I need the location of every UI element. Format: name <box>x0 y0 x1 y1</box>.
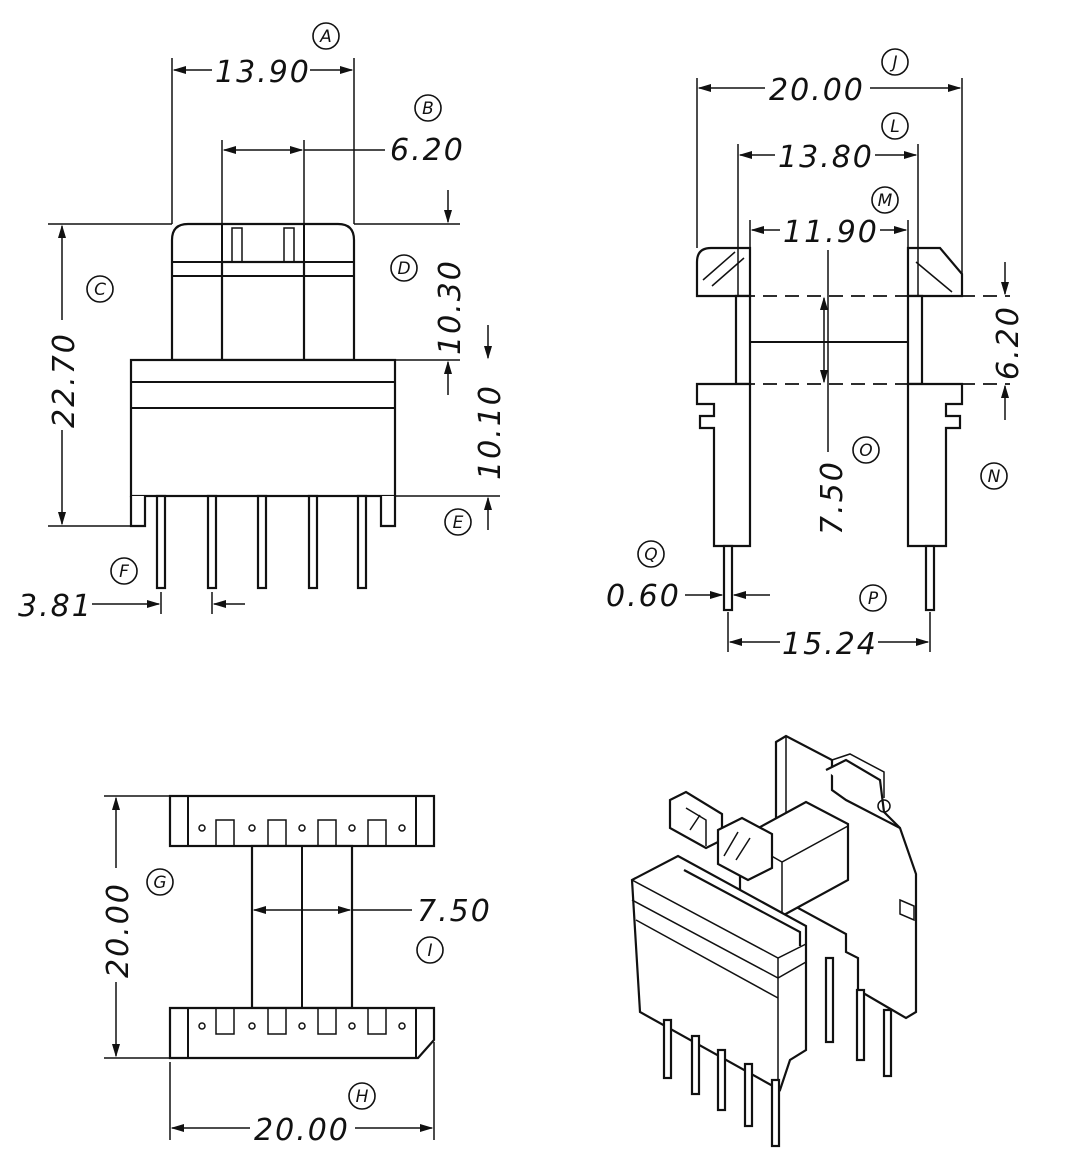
svg-text:H: H <box>356 1087 369 1107</box>
dim-front-width-top: 13.90 <box>215 55 311 90</box>
svg-text:C: C <box>94 280 106 300</box>
dim-front-flange-offset: 10.30 <box>433 259 468 355</box>
label-e: E <box>444 508 472 536</box>
isometric-view <box>630 734 918 1148</box>
dim-bottom-core-width: 7.50 <box>417 894 492 929</box>
label-i: I <box>416 936 444 964</box>
label-n: N <box>980 462 1008 490</box>
dim-side-pin-span: 15.24 <box>782 627 878 662</box>
bottom-view: 20.00 7.50 20.00 <box>101 794 492 1148</box>
letter-labels: A B C D E F G H I J L M N O P Q <box>86 22 1008 1110</box>
pin-slots-bottom <box>198 1007 406 1035</box>
svg-text:F: F <box>119 562 129 582</box>
label-q: Q <box>637 540 665 568</box>
svg-text:O: O <box>859 441 872 461</box>
label-d: D <box>390 254 418 282</box>
dim-front-base-height: 10.10 <box>473 384 508 480</box>
label-h: H <box>348 1082 376 1110</box>
dim-front-pin-pitch: 3.81 <box>18 589 93 624</box>
dim-side-overall-width: 20.00 <box>769 73 865 108</box>
svg-text:I: I <box>427 941 432 961</box>
label-f: F <box>110 557 138 585</box>
dim-side-pin-diameter: 0.60 <box>606 579 681 614</box>
svg-text:L: L <box>890 117 899 137</box>
label-a: A <box>312 22 340 50</box>
label-j: J <box>881 48 909 76</box>
svg-text:E: E <box>453 513 464 533</box>
dim-bottom-width: 20.00 <box>254 1113 350 1148</box>
svg-text:N: N <box>988 467 1001 487</box>
svg-text:J: J <box>889 53 897 73</box>
dim-side-core-depth: 7.50 <box>815 460 850 535</box>
front-view: 13.90 6.20 22.70 10.30 10.10 3.81 <box>18 55 508 624</box>
label-o: O <box>852 436 880 464</box>
label-g: G <box>146 868 174 896</box>
pin-slots-top <box>198 819 406 847</box>
side-view: 20.00 13.80 11.90 6.20 7.50 0.60 15.24 <box>606 73 1026 662</box>
dim-bottom-height: 20.00 <box>101 882 136 978</box>
dim-side-inner-width: 13.80 <box>778 140 874 175</box>
svg-text:M: M <box>878 191 893 211</box>
svg-text:Q: Q <box>644 545 657 565</box>
label-c: C <box>86 275 114 303</box>
dim-side-window-height: 6.20 <box>991 305 1026 380</box>
dim-front-height-total: 22.70 <box>47 332 82 428</box>
dim-side-core-width: 11.90 <box>783 215 879 250</box>
label-b: B <box>414 94 442 122</box>
label-l: L <box>881 112 909 140</box>
svg-text:A: A <box>319 27 332 47</box>
svg-text:B: B <box>422 99 434 119</box>
label-p: P <box>859 584 887 612</box>
label-m: M <box>871 186 899 214</box>
svg-text:D: D <box>397 259 410 279</box>
dim-front-slot-width: 6.20 <box>390 133 465 168</box>
svg-text:G: G <box>153 873 166 893</box>
svg-text:P: P <box>868 589 879 609</box>
